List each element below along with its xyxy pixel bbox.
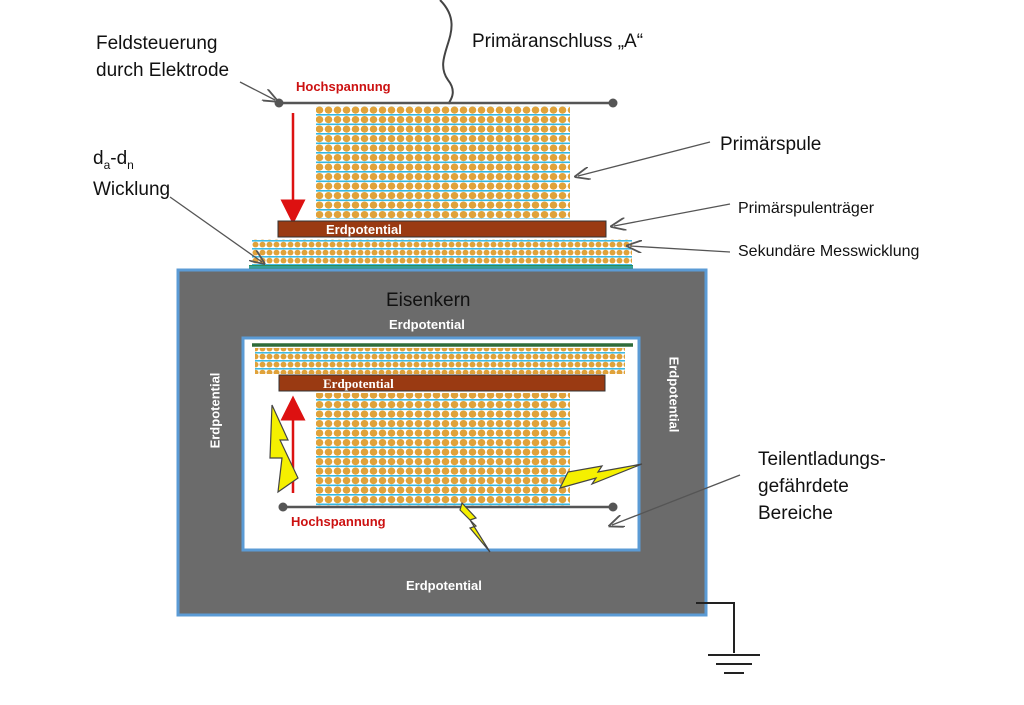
label-erdpotential-core-top: Erdpotential <box>389 317 465 332</box>
label-sub-n: n <box>127 157 134 172</box>
label-da-dn-wicklung: da-dn <box>93 146 134 178</box>
lightning-bolt-left <box>269 404 299 494</box>
primary-coil-top <box>316 106 570 219</box>
primary-carrier-top <box>277 220 607 238</box>
label-erdpotential-top-bar: Erdpotential <box>326 222 402 237</box>
pointer-primaerspulentraeger <box>614 203 731 226</box>
label-primaerspule: Primärspule <box>720 134 822 155</box>
pointer-da-dn-wicklung <box>169 196 262 262</box>
top-electrode-left-dot <box>274 98 284 108</box>
label-feldsteuerung-line2: durch Elektrode <box>96 60 230 81</box>
label-hochspannung-bottom: Hochspannung <box>291 514 386 529</box>
label-primaerspulentraeger: Primärspulenträger <box>738 200 875 217</box>
pointer-primaerspule <box>578 141 711 176</box>
label-sekundaere-messwicklung: Sekundäre Messwicklung <box>738 243 920 260</box>
label-feldsteuerung-line1: Feldsteuerung <box>96 33 218 54</box>
primary-carrier-inner <box>278 374 606 392</box>
lightning-bolt-right <box>558 463 643 489</box>
label-erdpotential-bottom: Erdpotential <box>406 578 482 593</box>
primary-coil-inner <box>316 393 570 506</box>
primary-lead-wire <box>439 0 454 105</box>
bottom-electrode-left-dot <box>278 502 288 512</box>
label-erdpotential-inner-bar: Erdpotential <box>323 376 394 391</box>
secondary-winding-inner <box>255 348 625 374</box>
pointer-teilentladung <box>612 474 741 525</box>
label-dash-d: -d <box>110 148 128 169</box>
label-erdpotential-left: Erdpotential <box>207 372 223 449</box>
label-primaeranschluss: Primäranschluss „A“ <box>472 31 644 52</box>
label-d: d <box>93 148 104 169</box>
pointer-sekundaere-messwicklung <box>630 246 731 252</box>
label-hochspannung-top: Hochspannung <box>296 79 391 94</box>
secondary-winding-top <box>252 239 632 265</box>
label-erdpotential-right: Erdpotential <box>666 356 682 433</box>
label-sub-a: a <box>103 157 111 172</box>
label-teilentladung-line2: gefährdete <box>758 476 849 497</box>
label-wicklung: Wicklung <box>93 179 171 200</box>
label-eisenkern: Eisenkern <box>386 290 471 311</box>
label-teilentladung-line3: Bereiche <box>758 503 833 524</box>
label-teilentladung-line1: Teilentladungs- <box>758 449 886 470</box>
ground-lead <box>696 602 735 653</box>
bottom-electrode-right-dot <box>608 502 618 512</box>
lightning-bolt-bottom <box>459 501 491 553</box>
top-electrode-right-dot <box>608 98 618 108</box>
pointer-feldsteuerung <box>239 81 275 100</box>
